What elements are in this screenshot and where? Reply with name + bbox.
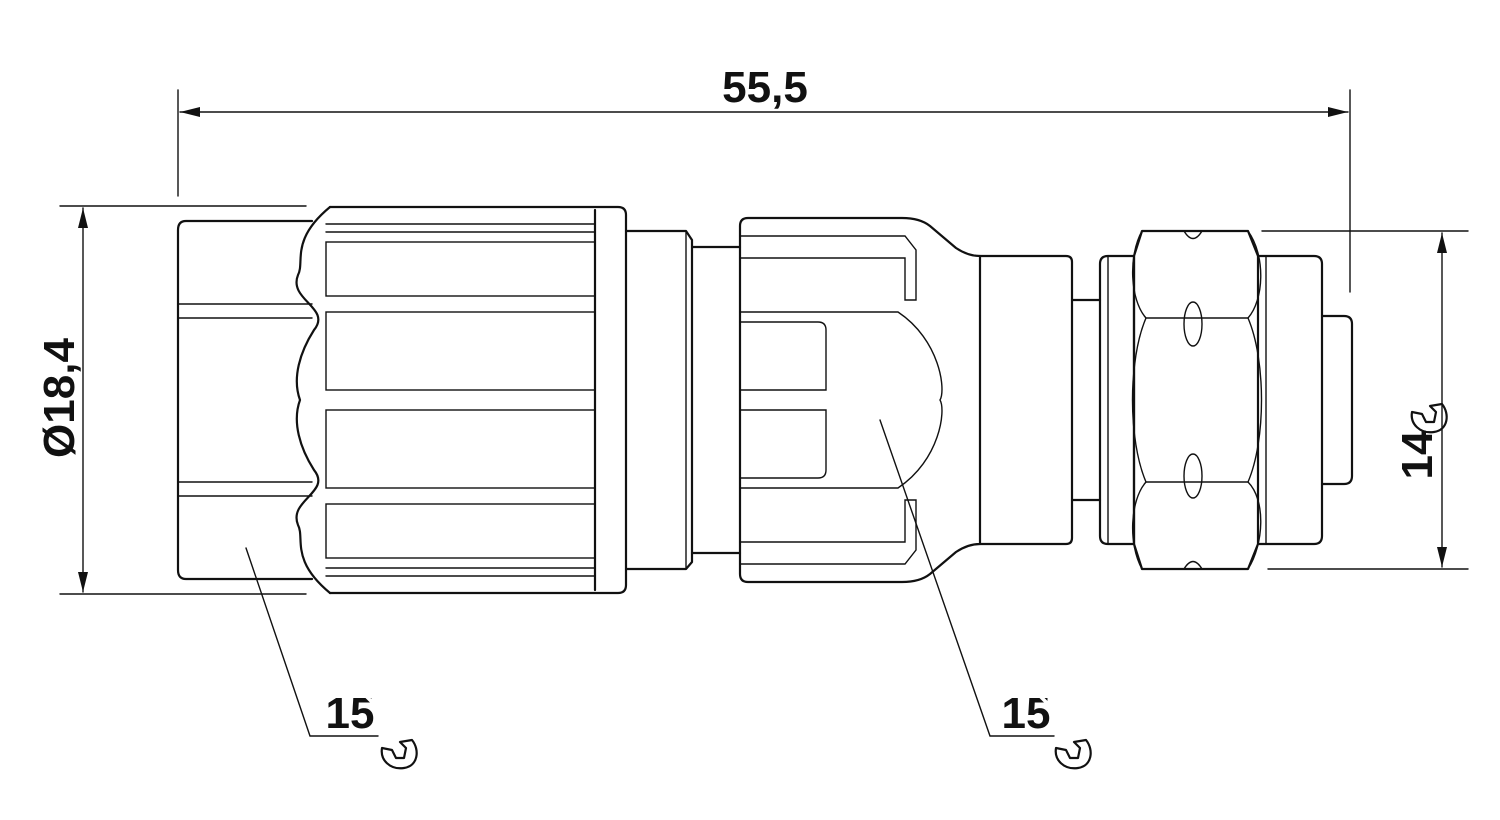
grip-housing [738,216,982,584]
rear-clamp [1256,254,1354,546]
diameter-dimension: Ø18,4 [35,205,307,595]
front-sleeve [176,219,314,581]
cable-collar [978,254,1102,546]
length-label: 55,5 [722,63,808,112]
wrench-icon [1372,336,1449,435]
torque-callout-right: 15 [879,419,1093,771]
coupling-nut [295,205,628,595]
across-flats-label: 14 [1393,430,1442,479]
length-dimension: 55,5 [177,63,1351,293]
torque-callout-left: 15 [245,547,419,771]
torque-right-label: 15 [1002,689,1051,738]
across-flats-dimension: 14 [1261,230,1469,570]
hex-nut [1098,229,1263,571]
diameter-label: Ø18,4 [35,338,84,458]
neck [624,229,742,571]
